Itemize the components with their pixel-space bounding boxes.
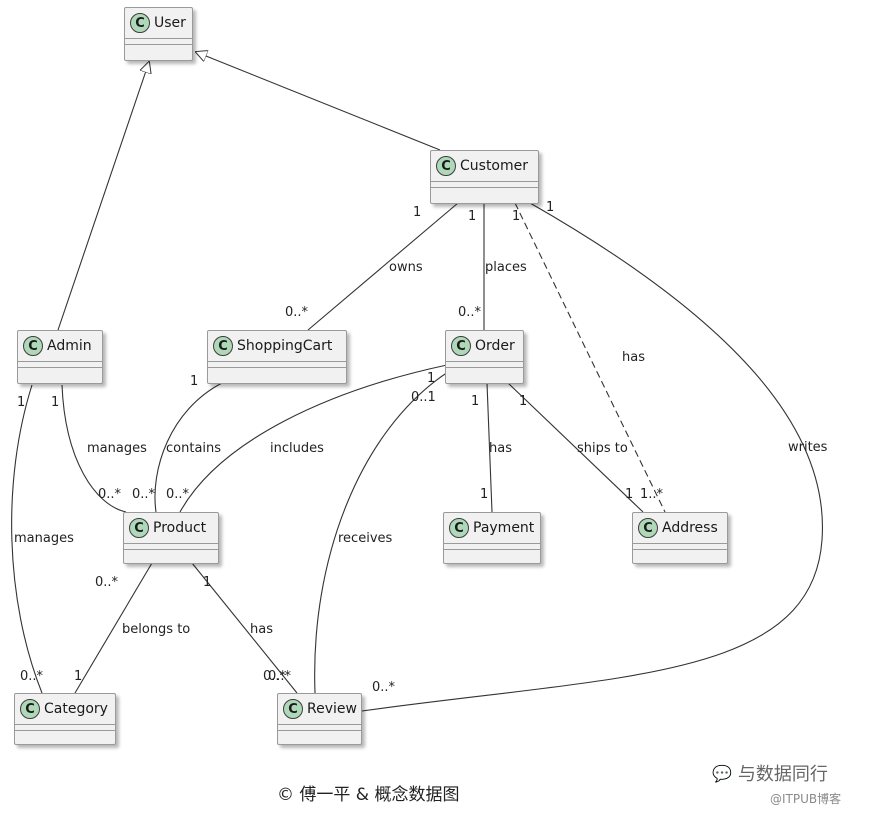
label-manages-product: manages — [87, 441, 147, 456]
class-icon: C — [283, 699, 303, 719]
class-name: User — [154, 15, 186, 31]
label-has-payment: has — [489, 441, 512, 456]
class-name: Payment — [473, 520, 535, 536]
mult-customer-has: 1 — [512, 209, 521, 224]
label-owns: owns — [389, 260, 423, 275]
mult-product-cart: 0..* — [132, 487, 156, 502]
mult-review-order: 0..* — [263, 669, 287, 684]
class-name: Address — [662, 520, 718, 536]
admin-manages-product-line — [61, 384, 127, 513]
admin-manages-category-line — [11, 384, 43, 694]
mult-order-placed: 0..* — [458, 305, 482, 320]
label-includes: includes — [270, 441, 324, 456]
customer-has-address-line — [514, 202, 666, 513]
class-name: Order — [475, 338, 515, 354]
class-icon: C — [20, 699, 40, 719]
mult-product-order: 0..* — [166, 487, 190, 502]
label-has-review: has — [250, 622, 273, 637]
class-name: Category — [44, 701, 108, 717]
class-name: Admin — [47, 338, 92, 354]
customer-owns-cart-line — [307, 202, 459, 331]
class-icon: C — [129, 518, 149, 538]
credit-caption: © 傅一平 & 概念数据图 — [277, 785, 460, 805]
product-belongs-to-category-line — [74, 562, 153, 694]
mult-category-managed: 0..* — [20, 669, 44, 684]
class-name: Product — [153, 520, 207, 536]
mult-review-product: 0..* — [268, 669, 292, 684]
label-places: places — [485, 260, 527, 275]
order-includes-product-line — [179, 364, 448, 513]
mult-address-has: 1..* — [640, 487, 664, 502]
wechat-icon: 💬 — [712, 763, 732, 783]
label-ships-to: ships to — [577, 441, 628, 456]
mult-address-ship: 1 — [625, 487, 634, 502]
wechat-account-name: 与数据同行 — [737, 764, 828, 785]
order-ships-to-address-line — [507, 382, 644, 513]
class-icon: C — [638, 518, 658, 538]
class-name: Review — [307, 701, 357, 717]
customer-writes-review-line — [361, 202, 824, 712]
mult-order-payment: 1 — [471, 394, 480, 409]
mult-customer-writes: 1 — [546, 200, 555, 215]
class-icon: C — [449, 518, 469, 538]
label-has-address: has — [622, 350, 645, 365]
class-icon: C — [23, 336, 43, 356]
mult-admin-product: 1 — [51, 395, 60, 410]
class-icon: C — [451, 336, 471, 356]
label-contains: contains — [166, 441, 222, 456]
class-name: Customer — [460, 158, 529, 174]
mult-product-admin: 0..* — [98, 487, 122, 502]
mult-customer-owns: 1 — [413, 205, 422, 220]
mult-category-product: 1 — [74, 669, 83, 684]
class-name: ShoppingCart — [237, 338, 333, 354]
label-writes: writes — [788, 440, 828, 455]
label-receives: receives — [338, 531, 393, 546]
label-belongs-to: belongs to — [122, 622, 191, 637]
cart-contains-product-line — [154, 382, 223, 513]
mult-admin-category: 1 — [17, 395, 26, 410]
mult-customer-places: 1 — [468, 209, 477, 224]
mult-order-receives: 0..1 — [411, 390, 436, 405]
order-receives-review-line — [314, 371, 449, 694]
label-manages-category: manages — [14, 531, 74, 546]
product-has-review-line — [191, 562, 298, 694]
admin-extends-user-line — [57, 62, 149, 331]
wechat-account: 💬 与数据同行 — [712, 760, 828, 786]
mult-order-includes: 1 — [427, 371, 436, 386]
mult-cart-contains: 1 — [190, 374, 199, 389]
mult-review-writes: 0..* — [372, 680, 396, 695]
customer-extends-user-line — [196, 52, 441, 151]
watermark: @ITPUB博客 — [770, 792, 842, 806]
class-icon: C — [213, 336, 233, 356]
mult-payment-order: 1 — [480, 487, 489, 502]
mult-product-category: 0..* — [95, 575, 119, 590]
mult-cart-owned: 0..* — [285, 305, 309, 320]
mult-product-review: 1 — [203, 575, 212, 590]
class-icon: C — [436, 156, 456, 176]
order-has-payment-line — [486, 382, 493, 513]
mult-order-ship: 1 — [519, 394, 528, 409]
class-icon: C — [130, 13, 150, 33]
